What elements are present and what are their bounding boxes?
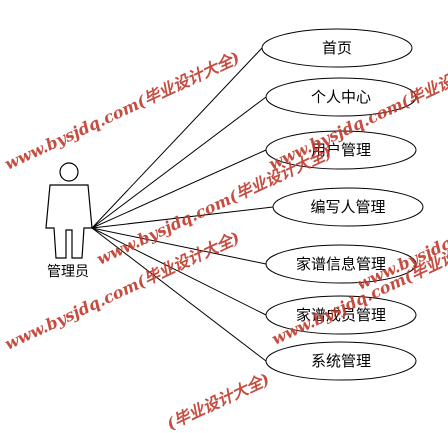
use-case-genealogy-info-management: 家谱信息管理	[265, 244, 417, 284]
use-case-label: 家谱成员管理	[296, 306, 386, 324]
association-line	[91, 227, 267, 362]
use-case-label: 用户管理	[311, 141, 371, 159]
actor-head	[59, 162, 79, 182]
association-line	[91, 96, 267, 229]
use-case-user-management: 用户管理	[265, 130, 417, 170]
use-case-genealogy-member-management: 家谱成员管理	[265, 295, 417, 335]
use-case-personal-center: 个人中心	[265, 77, 417, 117]
association-line	[91, 206, 274, 229]
association-line	[91, 47, 263, 229]
watermark: www.bysjdq.com(毕业设计大全)	[2, 48, 243, 174]
use-case-label: 个人中心	[311, 88, 371, 106]
use-case-system-management: 系统管理	[265, 341, 417, 381]
actor-body	[45, 184, 93, 259]
use-case-writer-management: 编写人管理	[272, 187, 424, 227]
use-case-home: 首页	[261, 28, 413, 68]
actor-admin	[45, 162, 93, 259]
association-line	[91, 227, 267, 265]
use-case-label: 系统管理	[311, 352, 371, 370]
association-line	[91, 149, 267, 229]
actor-label: 管理员	[47, 264, 89, 280]
use-case-label: 编写人管理	[310, 198, 385, 216]
use-case-label: 首页	[322, 39, 352, 57]
association-lines	[91, 47, 274, 362]
association-line	[91, 227, 267, 316]
watermark: (毕业设计大全)	[164, 369, 273, 433]
use-case-label: 家谱信息管理	[296, 255, 386, 273]
